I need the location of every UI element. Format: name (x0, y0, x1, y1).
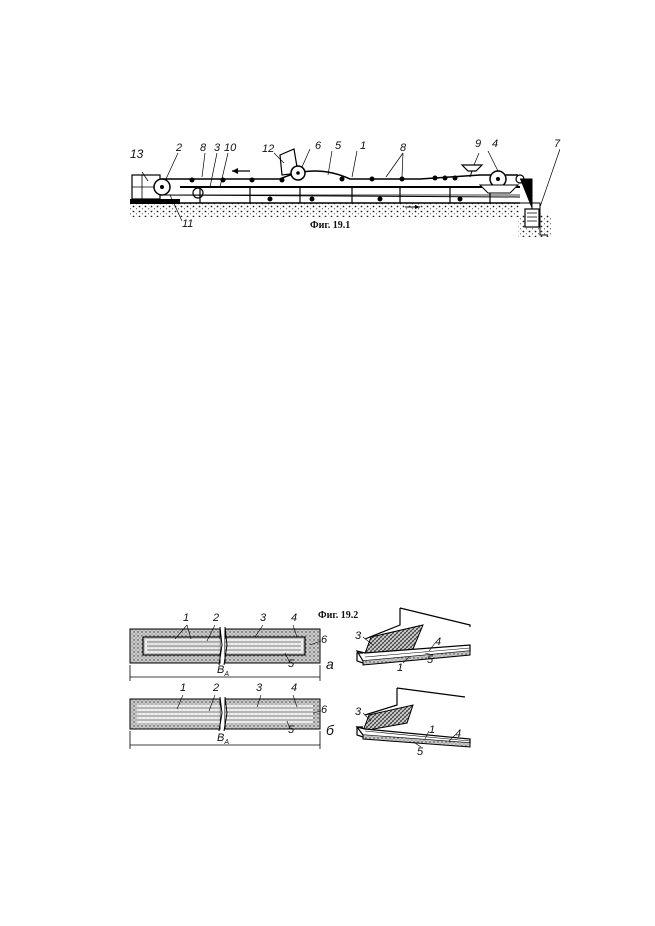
callout-3: 3 (260, 612, 267, 624)
callout-1: 1 (397, 662, 404, 674)
figure-19-1: 13 2 8 3 10 12 6 5 1 8 9 4 7 11 Фиг. 19.… (120, 135, 560, 245)
callout-8-right: 8 (400, 142, 407, 154)
callout-13: 13 (130, 147, 144, 161)
callout-3: 3 (256, 682, 263, 694)
cross-section-b-drawing (129, 694, 322, 749)
belt-cross-section-a: 1 2 3 4 6 5 BA a (125, 612, 335, 685)
belt-cross-section-b: 1 2 3 4 6 5 BA б (125, 682, 335, 755)
callout-4: 4 (291, 612, 298, 624)
callout-5: 5 (417, 746, 424, 758)
conveyor-drawing (130, 148, 560, 237)
callout-3: 3 (355, 630, 362, 642)
callout-11: 11 (182, 218, 194, 230)
width-label: BA (217, 732, 230, 747)
perspective-a-drawing (355, 607, 471, 666)
callout-2: 2 (176, 142, 183, 154)
belt-perspective-b: 3 1 4 5 (345, 685, 475, 765)
callout-1: 1 (429, 724, 436, 736)
cross-section-a-drawing (129, 624, 322, 681)
perspective-b-drawing (355, 687, 471, 748)
callout-5: 5 (288, 724, 295, 736)
callout-2: 2 (213, 612, 220, 624)
callout-6: 6 (315, 140, 322, 152)
callout-8-left: 8 (200, 142, 207, 154)
callout-10: 10 (224, 142, 237, 154)
belt-perspective-a: 3 4 1 5 (345, 605, 475, 685)
callout-4: 4 (291, 682, 298, 694)
callout-6: 6 (321, 704, 328, 716)
callout-2: 2 (213, 682, 220, 694)
callout-1: 1 (180, 682, 187, 694)
callout-4: 4 (492, 138, 499, 150)
figure-caption-19-2: Фиг. 19.2 (318, 610, 359, 621)
callout-4: 4 (455, 728, 462, 740)
callout-9: 9 (475, 138, 482, 150)
callout-5: 5 (427, 654, 434, 666)
callout-1: 1 (183, 612, 190, 624)
width-label: BA (217, 664, 230, 679)
callout-4: 4 (435, 636, 442, 648)
callout-6: 6 (321, 634, 328, 646)
figure-caption-19-1: Фиг. 19.1 (310, 220, 351, 231)
callout-3: 3 (214, 142, 221, 154)
callout-5: 5 (288, 658, 295, 670)
callout-5: 5 (335, 140, 342, 152)
callout-7: 7 (554, 138, 561, 150)
variant-letter-b: б (326, 722, 334, 738)
variant-letter-a: a (326, 656, 334, 672)
callout-1: 1 (360, 140, 367, 152)
callout-12: 12 (262, 143, 275, 155)
callout-3: 3 (355, 706, 362, 718)
